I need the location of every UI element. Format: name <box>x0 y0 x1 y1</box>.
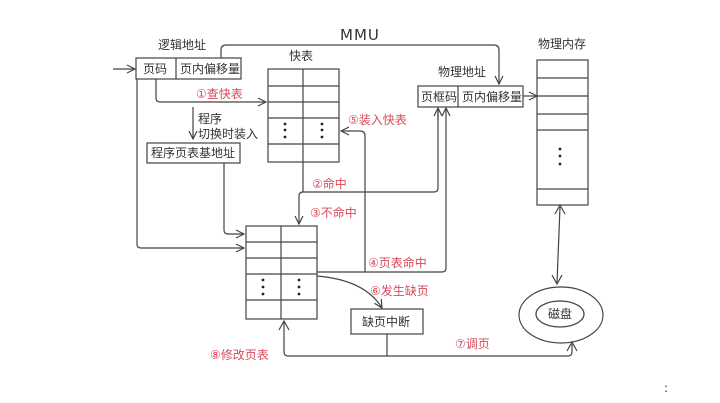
step-1-label: ①查快表 <box>196 87 243 101</box>
query-tlb-arrow <box>155 79 266 102</box>
page-table-base-box <box>146 142 241 164</box>
page-fault-interrupt-label: 缺页中断 <box>362 314 410 329</box>
physical-memory-label: 物理内存 <box>538 37 586 51</box>
load-tlb-arrow <box>341 131 366 272</box>
program-switch-note-1: 程序 <box>198 111 222 126</box>
footer-mark: : <box>664 381 668 395</box>
logical-offset-field: 页内偏移量 <box>180 61 240 76</box>
step-6-label: ⑥发生缺页 <box>370 283 429 298</box>
tlb-miss-arrow <box>299 191 303 224</box>
modify-table-arrowhead <box>278 319 290 331</box>
physical-offset-field: 页内偏移量 <box>462 89 522 104</box>
disk-label: 磁盘 <box>548 306 572 321</box>
page-table <box>245 225 318 320</box>
tlb-table <box>267 68 340 163</box>
mmu-title: MMU <box>340 26 380 44</box>
memory-disk-link <box>556 206 561 284</box>
physical-memory-block <box>536 59 589 206</box>
page-fault-interrupt-box <box>350 308 424 335</box>
memory-arrowhead <box>554 203 566 215</box>
tlb-hit-line <box>302 108 439 193</box>
step-4-label: ④页表命中 <box>368 255 427 270</box>
logical-address-box: 页码 页内偏移量 <box>135 57 242 80</box>
disk-arrowhead <box>551 274 563 286</box>
offset-passthrough-line <box>220 44 499 84</box>
tlb-label: 快表 <box>289 49 313 63</box>
step-2-label: ②命中 <box>312 176 347 191</box>
physical-address-label: 物理地址 <box>438 65 486 79</box>
step-5-label: ⑤装入快表 <box>348 113 407 127</box>
step-3-label: ③不命中 <box>310 205 357 220</box>
page-in-line <box>283 321 573 357</box>
program-switch-note-2: 切换时装入 <box>198 127 258 141</box>
page-fault-arrow <box>316 275 382 308</box>
physical-frame-number-field: 页框码 <box>421 90 457 104</box>
base-to-page-table-arrow <box>223 163 244 234</box>
step-8-label: ⑧修改页表 <box>210 347 269 362</box>
logical-page-number-field: 页码 <box>143 62 167 76</box>
page-number-to-page-table-arrow <box>136 79 244 248</box>
disk: 磁盘 <box>518 286 604 344</box>
disk-in-arrowhead <box>566 340 578 352</box>
physical-address-box: 页框码 页内偏移量 <box>417 85 524 108</box>
page-table-hit-arrow <box>317 108 446 273</box>
logical-address-label: 逻辑地址 <box>158 38 206 52</box>
page-table-base-label: 程序页表基地址 <box>151 145 235 160</box>
step-7-label: ⑦调页 <box>455 337 490 351</box>
